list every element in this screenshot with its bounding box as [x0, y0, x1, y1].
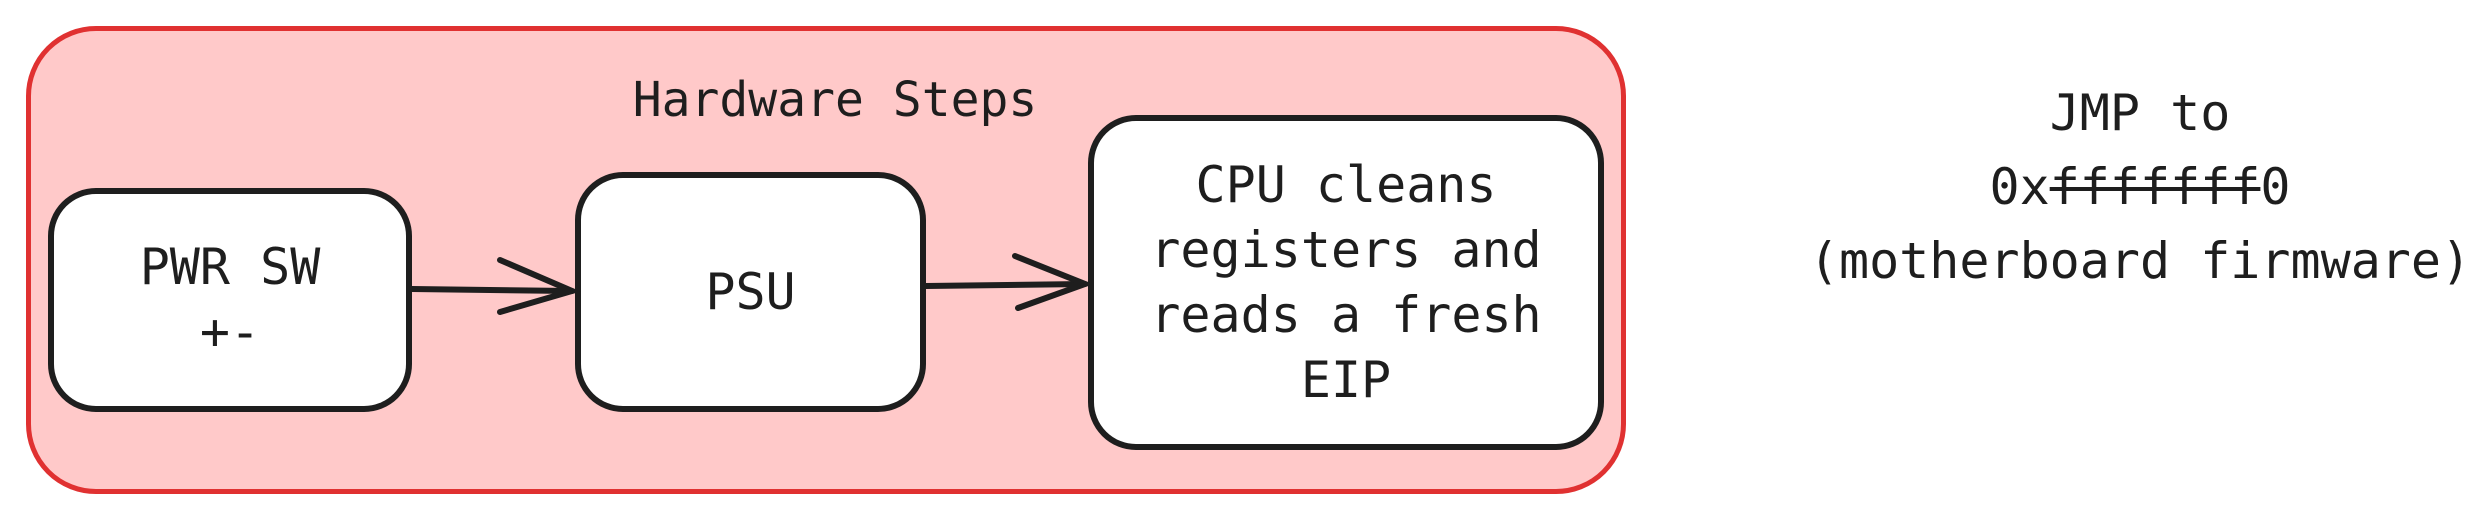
group-title: Hardware Steps [632, 72, 1038, 128]
note-line-2: 0xfffffff0 [1760, 150, 2490, 224]
address-suffix: 0 [2260, 158, 2291, 216]
jmp-note: JMP to 0xfffffff0 (motherboard firmware) [1760, 76, 2490, 298]
address-prefix: 0x [1989, 158, 2050, 216]
address-struck: fffffff [2049, 158, 2261, 216]
cpu-box: CPU cleans registers and reads a fresh E… [1088, 115, 1604, 450]
psu-box: PSU [575, 172, 926, 412]
note-line-1: JMP to [2049, 84, 2231, 142]
arrow-pwr-to-psu [409, 257, 581, 315]
arrow-psu-to-cpu [923, 253, 1094, 311]
note-line-3: (motherboard firmware) [1808, 232, 2472, 290]
pwr-sw-box: PWR SW +- [48, 188, 412, 412]
